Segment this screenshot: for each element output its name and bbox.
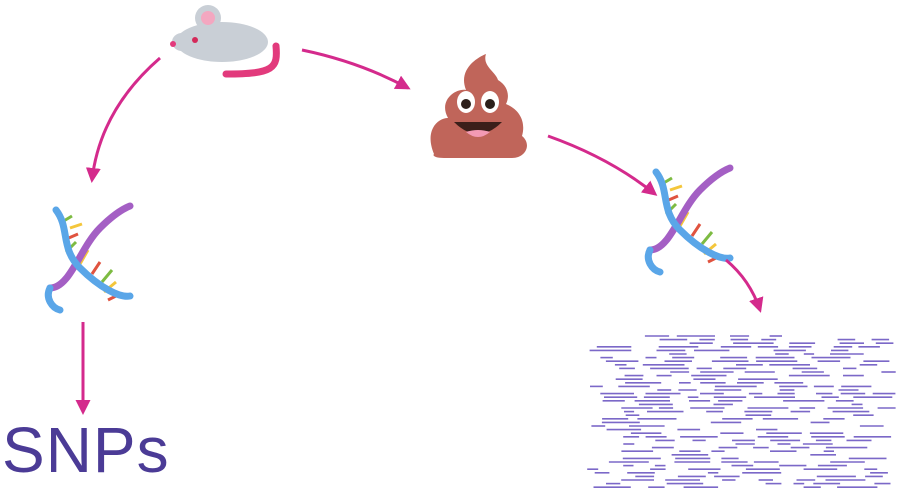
arrow-poop-to-dna xyxy=(547,134,658,196)
snps-label: SNPs xyxy=(2,414,170,486)
poop-icon xyxy=(430,54,527,158)
sequencing-reads-icon xyxy=(587,335,896,489)
arrow-mouse-to-poop xyxy=(301,48,411,90)
mouse-icon xyxy=(170,5,280,78)
arrow-dna-to-reads xyxy=(725,258,764,313)
arrow-mouse-to-dna xyxy=(85,56,161,183)
dna-icon-left xyxy=(48,206,130,310)
dna-icon-right xyxy=(648,168,730,272)
